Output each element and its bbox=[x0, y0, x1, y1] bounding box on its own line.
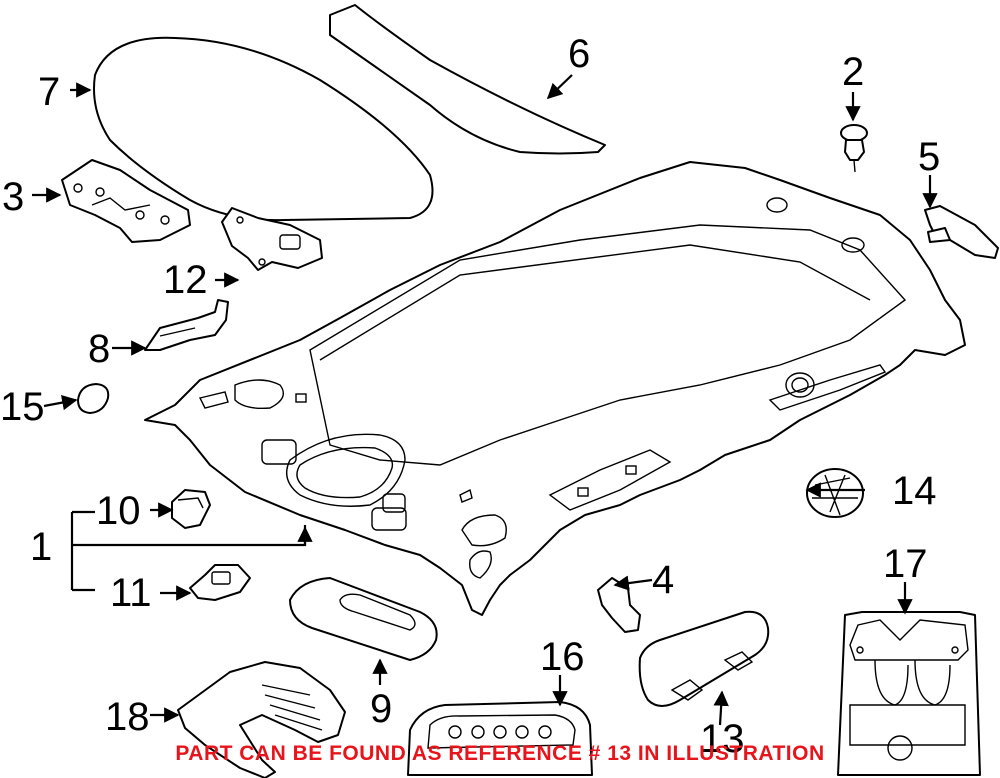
part-10-clip bbox=[171, 489, 211, 529]
part-1-headliner bbox=[144, 161, 966, 616]
callout-6: 6 bbox=[568, 32, 590, 76]
callout-12: 12 bbox=[163, 258, 208, 302]
callout-17: 17 bbox=[883, 542, 928, 586]
callout-11: 11 bbox=[110, 571, 152, 615]
callout-14: 14 bbox=[892, 469, 937, 513]
callout-5: 5 bbox=[918, 135, 940, 179]
part-8-grab-handle bbox=[144, 299, 229, 351]
callout-9: 9 bbox=[370, 687, 392, 731]
part-12-bracket bbox=[221, 207, 323, 271]
callout-4: 4 bbox=[652, 558, 674, 602]
callout-8: 8 bbox=[88, 327, 110, 371]
reference-note: PART CAN BE FOUND AS REFERENCE # 13 IN I… bbox=[175, 742, 825, 765]
part-4-bracket bbox=[597, 577, 641, 633]
callout-18: 18 bbox=[105, 695, 150, 739]
part-7-insulation-pad bbox=[93, 36, 434, 222]
callout-labels: 7 6 2 5 3 12 8 15 14 10 1 11 4 17 16 9 1… bbox=[0, 32, 940, 761]
callout-7: 7 bbox=[38, 70, 60, 114]
callout-2: 2 bbox=[842, 50, 864, 94]
callout-13: 13 bbox=[700, 717, 745, 761]
callout-10: 10 bbox=[96, 489, 141, 533]
part-18-trim-panel bbox=[177, 661, 346, 778]
part-9-sun-visor bbox=[289, 577, 438, 661]
part-15-cap bbox=[77, 383, 110, 414]
part-17-overhead-module bbox=[837, 611, 981, 776]
callout-15: 15 bbox=[0, 385, 45, 429]
leader-lines bbox=[32, 74, 938, 726]
part-5-bracket bbox=[924, 205, 999, 259]
part-3-bracket bbox=[61, 159, 191, 243]
part-6-trim-strip bbox=[329, 4, 606, 155]
part-2-clip bbox=[840, 124, 868, 173]
callout-16: 16 bbox=[540, 635, 585, 679]
part-14-cover bbox=[806, 468, 864, 518]
part-11-clip bbox=[189, 564, 251, 601]
part-13-sun-visor bbox=[638, 610, 770, 707]
callout-3: 3 bbox=[2, 175, 24, 219]
callout-1: 1 bbox=[30, 525, 52, 569]
